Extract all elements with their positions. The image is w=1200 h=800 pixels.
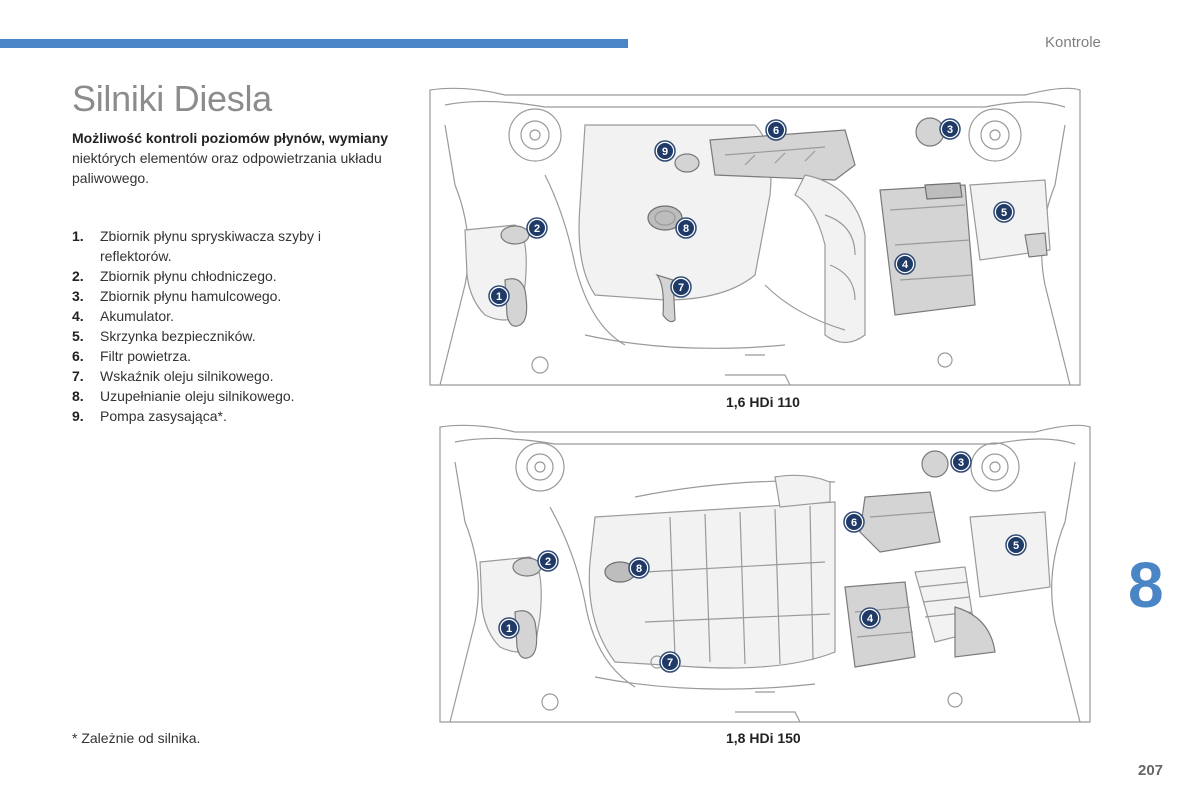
- svg-text:4: 4: [867, 613, 874, 625]
- callout-badge: 9: [654, 140, 676, 162]
- figure-caption: 1,8 HDi 150: [726, 730, 801, 746]
- callout-badge: 4: [859, 607, 881, 629]
- list-item: 9. Pompa zasysająca*.: [72, 406, 372, 426]
- svg-text:8: 8: [636, 563, 642, 575]
- callout-badge: 7: [659, 651, 681, 673]
- callout-badge: 7: [670, 276, 692, 298]
- svg-text:3: 3: [947, 124, 953, 136]
- item-text: Zbiornik płynu hamulcowego.: [100, 288, 282, 304]
- callout-badge: 6: [765, 119, 787, 141]
- list-item: 4. Akumulator.: [72, 306, 372, 326]
- item-number: 6.: [72, 348, 84, 364]
- list-item: 7. Wskaźnik oleju silnikowego.: [72, 366, 372, 386]
- item-text: Akumulator.: [100, 308, 174, 324]
- item-number: 2.: [72, 268, 84, 284]
- item-text: Filtr powietrza.: [100, 348, 192, 364]
- svg-text:1: 1: [506, 623, 512, 635]
- item-text: Zbiornik płynu chłodniczego.: [100, 268, 277, 284]
- svg-text:8: 8: [683, 223, 689, 235]
- page-title: Silniki Diesla: [72, 78, 272, 119]
- callout-badge: 5: [1005, 534, 1027, 556]
- callout-badge: 6: [843, 511, 865, 533]
- callout-badge: 4: [894, 253, 916, 275]
- list-item: 1. Zbiornik płynu spryskiwacza szyby i re…: [72, 226, 372, 266]
- svg-text:6: 6: [773, 125, 779, 137]
- list-item: 6. Filtr powietrza.: [72, 346, 372, 366]
- callout-badge: 2: [526, 217, 548, 239]
- intro-paragraph: Możliwość kontroli poziomów płynów, wymi…: [72, 128, 402, 188]
- callout-badge: 2: [537, 550, 559, 572]
- list-item: 5. Skrzynka bezpieczników.: [72, 326, 372, 346]
- svg-text:4: 4: [902, 259, 909, 271]
- item-text: Wskaźnik oleju silnikowego.: [100, 368, 274, 384]
- item-text: Skrzynka bezpieczników.: [100, 328, 256, 344]
- svg-text:6: 6: [851, 517, 857, 529]
- engine-diagram-1: 1 2 3 4 5 6 7 8 9: [425, 85, 1083, 390]
- section-label: Kontrole: [1045, 34, 1101, 51]
- item-number: 1.: [72, 228, 84, 244]
- item-number: 8.: [72, 388, 84, 404]
- header-accent-bar: [0, 39, 628, 48]
- callout-badge: 3: [950, 451, 972, 473]
- callout-badge: 8: [675, 217, 697, 239]
- list-item: 3. Zbiornik płynu hamulcowego.: [72, 286, 372, 306]
- callout-badge: 8: [628, 557, 650, 579]
- item-number: 5.: [72, 328, 84, 344]
- list-item: 8. Uzupełnianie oleju silnikowego.: [72, 386, 372, 406]
- svg-text:2: 2: [545, 556, 551, 568]
- figure-caption: 1,6 HDi 110: [726, 394, 800, 410]
- component-list: 1. Zbiornik płynu spryskiwacza szyby i re…: [72, 226, 372, 426]
- svg-text:7: 7: [678, 282, 684, 294]
- footnote: * Zależnie od silnika.: [72, 730, 201, 746]
- list-item: 2. Zbiornik płynu chłodniczego.: [72, 266, 372, 286]
- item-number: 3.: [72, 288, 84, 304]
- callout-badge: 5: [993, 201, 1015, 223]
- svg-text:5: 5: [1001, 207, 1007, 219]
- svg-text:1: 1: [496, 291, 502, 303]
- item-number: 9.: [72, 408, 84, 424]
- svg-text:5: 5: [1013, 540, 1019, 552]
- svg-text:3: 3: [958, 457, 964, 469]
- engine-diagram-2: 1 2 3 4 5 6 7 8: [435, 422, 1093, 727]
- item-text: Uzupełnianie oleju silnikowego.: [100, 388, 295, 404]
- item-text: Zbiornik płynu spryskiwacza szyby i refl…: [100, 228, 321, 264]
- callout-badge: 1: [498, 617, 520, 639]
- svg-text:7: 7: [667, 657, 673, 669]
- chapter-number: 8: [1128, 549, 1164, 621]
- item-text: Pompa zasysająca*.: [100, 408, 227, 424]
- page-number: 207: [1138, 762, 1164, 779]
- svg-text:9: 9: [662, 146, 668, 158]
- callout-badge: 3: [939, 118, 961, 140]
- item-number: 7.: [72, 368, 84, 384]
- svg-text:2: 2: [534, 223, 540, 235]
- intro-bold: Możliwość kontroli poziomów płynów, wymi…: [72, 130, 389, 146]
- callout-badge: 1: [488, 285, 510, 307]
- intro-rest: niektórych elementów oraz odpowietrzania…: [72, 150, 382, 186]
- item-number: 4.: [72, 308, 84, 324]
